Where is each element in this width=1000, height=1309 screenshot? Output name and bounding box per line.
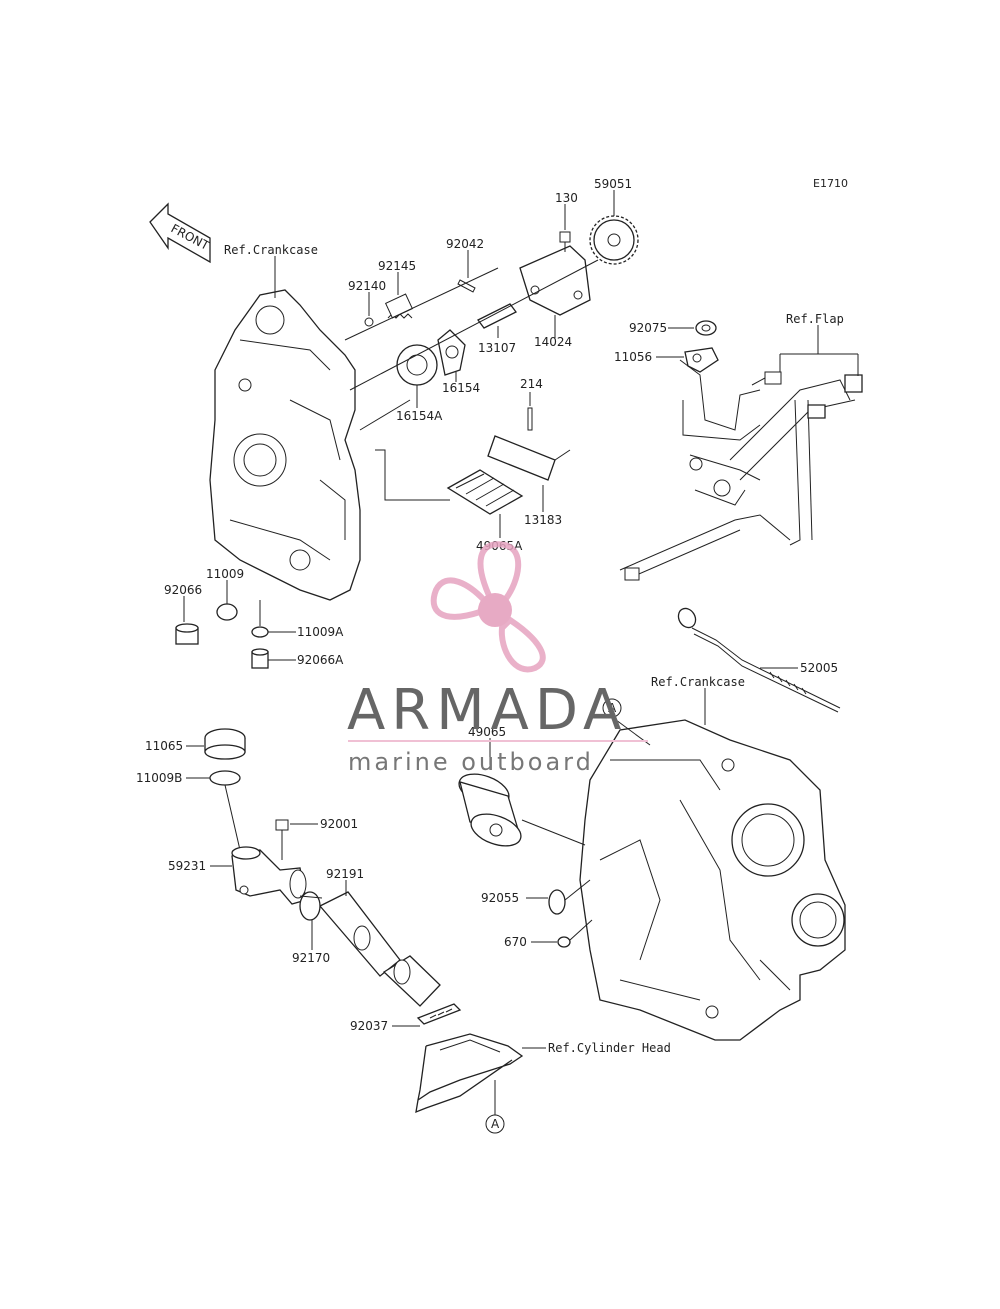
- oring-92055: [548, 889, 566, 915]
- cap-11065: [204, 728, 246, 760]
- washer-11009B: [209, 770, 241, 786]
- bolt-130: [559, 231, 571, 252]
- label-13107: 13107: [478, 341, 516, 355]
- armada-watermark: ARMADA marine outboard: [347, 541, 648, 776]
- watermark-underline: [348, 740, 648, 742]
- ref-flap: Ref.Flap: [786, 312, 844, 326]
- crankcase-right: [579, 719, 846, 1041]
- label-14024: 14024: [534, 335, 572, 349]
- label-11009: 11009: [206, 567, 244, 581]
- flap-assembly: [619, 359, 863, 581]
- gear-59051: [589, 215, 639, 265]
- label-92066A: 92066A: [297, 653, 344, 667]
- label-214: 214: [520, 377, 543, 391]
- label-16154: 16154: [442, 381, 480, 395]
- label-11009A: 11009A: [297, 625, 344, 639]
- washer-11009: [216, 603, 238, 621]
- label-92191: 92191: [326, 867, 364, 881]
- washer-11009A: [251, 626, 269, 638]
- callout-a-top-label: A: [608, 701, 617, 715]
- filler-neck-59231: [231, 846, 307, 905]
- strainer-49065A: [446, 469, 524, 515]
- flap-bolt: [751, 371, 782, 386]
- cylinder-head-cover: [415, 1033, 524, 1114]
- rotor-16154: [437, 329, 466, 376]
- label-52005: 52005: [800, 661, 838, 675]
- ref-crankcase-top: Ref.Crankcase: [224, 243, 318, 257]
- label-92140: 92140: [348, 279, 386, 293]
- watermark-tagline: marine outboard: [348, 748, 594, 776]
- label-92037: 92037: [350, 1019, 388, 1033]
- label-92145: 92145: [378, 259, 416, 273]
- dipstick-52005: [677, 607, 841, 713]
- label-11009B: 11009B: [136, 771, 182, 785]
- label-16154A: 16154A: [396, 409, 443, 423]
- label-11056: 11056: [614, 350, 652, 364]
- label-49065: 49065: [468, 725, 506, 739]
- plug-92066A: [251, 648, 269, 669]
- front-arrow-icon: FRONT: [149, 202, 212, 264]
- pin-92042: [457, 279, 476, 293]
- clamp-92170-b: [353, 925, 411, 985]
- cover-plate-14024: [519, 245, 591, 316]
- label-92042: 92042: [446, 237, 484, 251]
- label-13183: 13183: [524, 513, 562, 527]
- ref-cylinder-head: Ref.Cylinder Head: [548, 1041, 671, 1055]
- screw-214: [527, 407, 533, 431]
- bracket-11056: [684, 347, 719, 373]
- label-130: 130: [555, 191, 578, 205]
- plug-92066: [175, 623, 199, 645]
- label-59231: 59231: [168, 859, 206, 873]
- callout-a-bottom: A: [485, 1080, 505, 1134]
- label-670: 670: [504, 935, 527, 949]
- clamp-92170: [299, 891, 323, 921]
- oring-670: [557, 936, 571, 948]
- propeller-icon: [430, 541, 546, 673]
- hose-92191: [318, 891, 441, 1007]
- label-92066: 92066: [164, 583, 202, 597]
- oil-filter-49065: [458, 773, 522, 847]
- bolt-92001: [275, 819, 289, 860]
- pin-92037: [416, 1003, 462, 1025]
- watermark-brand: ARMADA: [347, 678, 627, 743]
- label-92075: 92075: [629, 321, 667, 335]
- crankcase-cover-left: [209, 289, 361, 601]
- shaft-13107: [477, 303, 517, 329]
- label-59051: 59051: [594, 177, 632, 191]
- ref-crankcase-right: Ref.Crankcase: [651, 675, 745, 689]
- label-92170: 92170: [292, 951, 330, 965]
- rotor-16154A: [396, 344, 438, 386]
- ball-92140: [364, 317, 374, 327]
- label-92055: 92055: [481, 891, 519, 905]
- callout-a-bottom-label: A: [491, 1117, 500, 1131]
- label-11065: 11065: [145, 739, 183, 753]
- label-92001: 92001: [320, 817, 358, 831]
- plate-13183: [487, 435, 571, 481]
- diagram-code: E1710: [813, 177, 848, 190]
- nut-92075: [695, 320, 717, 336]
